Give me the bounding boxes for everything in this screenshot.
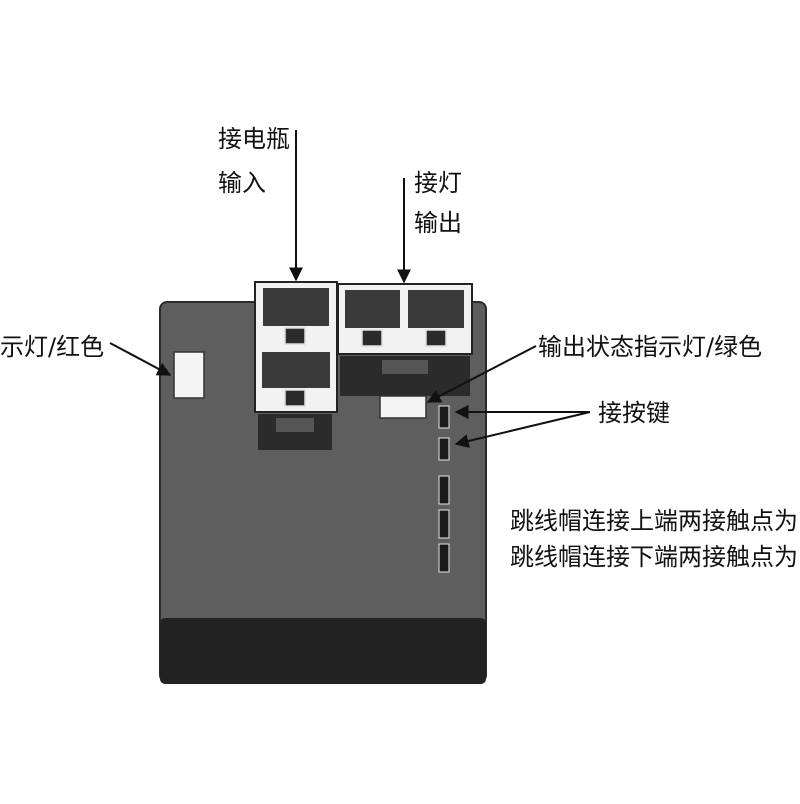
output-indicator-label: 输出状态指示灯/绿色 — [538, 333, 763, 361]
lamp-pin-left — [361, 329, 383, 347]
lamp-pin-right — [425, 329, 447, 347]
button-connect-label: 接按键 — [598, 399, 670, 427]
lamp-output-connector — [337, 283, 473, 396]
button-arrow-lower — [454, 411, 591, 448]
lamp-output-label-line2: 输出 — [414, 209, 462, 237]
lamp-terminal-left — [345, 290, 400, 328]
green-output-indicator — [379, 395, 427, 419]
button-pin-2 — [438, 437, 450, 461]
battery-pin-upper — [284, 327, 306, 345]
jumper-pin-1 — [438, 475, 450, 505]
battery-terminal-upper — [263, 288, 329, 326]
battery-pin-lower — [284, 389, 306, 407]
red-power-indicator — [173, 351, 205, 399]
board-base — [160, 618, 486, 684]
output-indicator-arrow — [426, 345, 537, 403]
lamp-output-label-line1: 接灯 — [414, 169, 462, 197]
battery-input-connector — [254, 281, 338, 450]
pin-header — [438, 405, 450, 573]
jumper-pin-3 — [438, 543, 450, 573]
jumper-lower-label: 跳线帽连接下端两接触点为 — [510, 543, 798, 571]
battery-input-label-line2: 输入 — [218, 169, 266, 197]
lamp-connector-latch — [382, 360, 428, 374]
battery-input-label-line1: 接电瓶 — [218, 125, 290, 153]
jumper-upper-label: 跳线帽连接上端两接触点为 — [510, 507, 798, 535]
battery-terminal-lower — [262, 352, 330, 388]
jumper-pin-2 — [438, 509, 450, 539]
power-indicator-label: 示灯/红色 — [0, 333, 105, 361]
button-pin-1 — [438, 405, 450, 429]
power-indicator-arrow — [109, 342, 172, 376]
lamp-terminal-right — [408, 290, 464, 328]
callout-arrows — [109, 130, 591, 448]
battery-connector-latch — [276, 418, 314, 432]
